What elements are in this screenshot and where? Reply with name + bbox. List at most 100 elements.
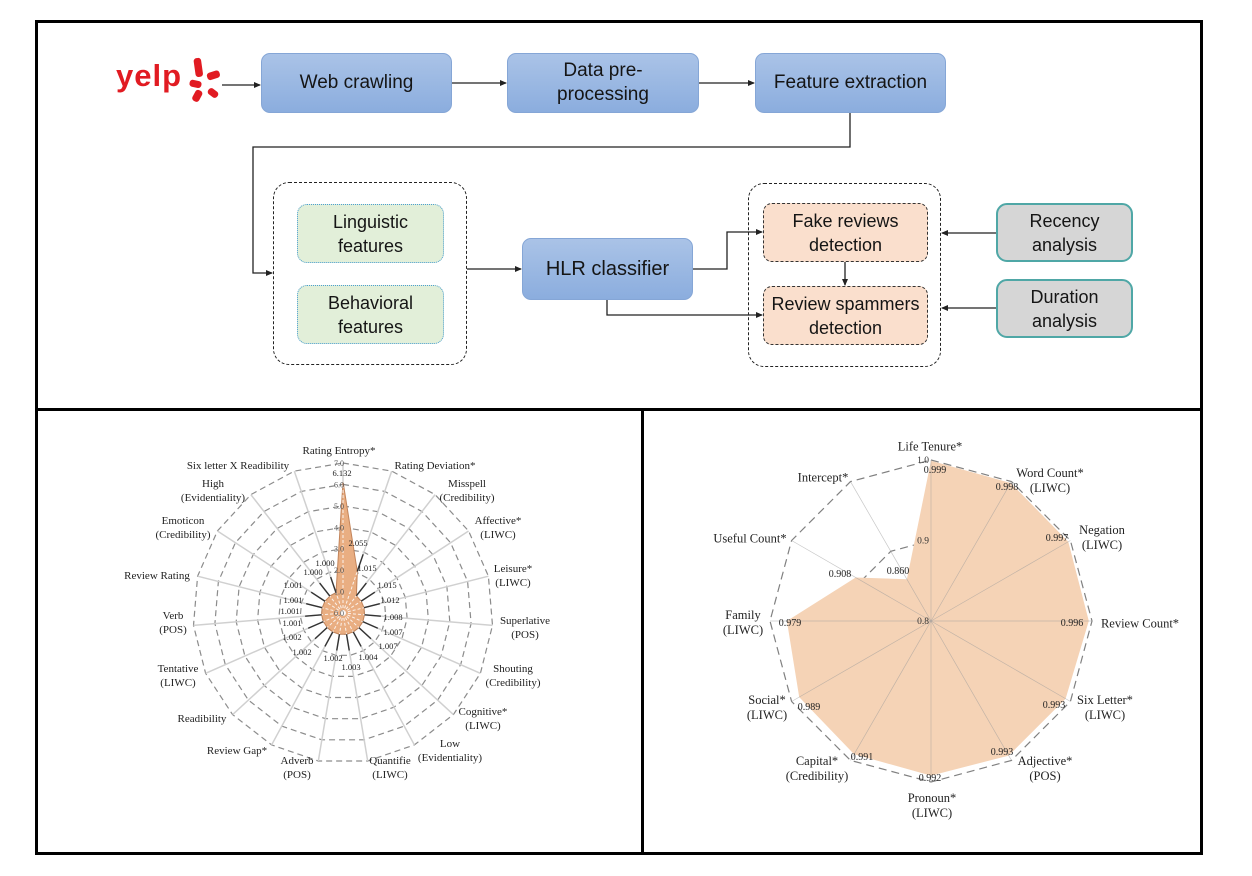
value-leader-line [314,627,328,640]
node-label: features [337,235,404,256]
data-value-label: 1.001 [280,606,299,616]
node-label: Behavioral [327,292,414,313]
axis-label-line: Review Count* [1101,616,1179,630]
axis-label-line: Affective* [475,515,522,527]
node-label: Duration [1030,286,1099,307]
value-leader-line [362,621,379,629]
axis-category-label: Quantifie(LIWC) [369,755,411,781]
axis-category-label: Misspell(Credibility) [440,478,495,504]
data-value-label: 0.989 [798,702,821,713]
inner-spoke [335,592,344,614]
node-label: Web crawling [299,72,414,93]
value-leader-line [336,634,341,651]
node-label: HLR classifier [545,258,670,280]
node-label: Review spammers [771,293,920,314]
data-value-label: 1.015 [377,580,396,590]
value-leader-line [307,620,324,629]
axis-category-label: Rating Deviation* [395,460,476,472]
radial-tick-label: 2.0 [334,566,344,575]
data-value-label: 1.012 [380,595,399,605]
node-label: detection [808,317,883,338]
axis-category-label: Rating Entropy* [302,445,375,457]
node-label: processing [557,84,649,105]
behavioral-features-node: Behavioral features [297,285,444,344]
data-value-label: 1.000 [315,558,334,568]
data-value-label: 0.997 [1046,533,1069,544]
data-value-label: 1.002 [292,647,311,657]
radial-tick-label: 5.0 [334,502,344,511]
figure-frame [35,20,1203,855]
axis-category-label: Review Gap* [207,745,267,757]
value-leader-line [352,631,362,647]
axis-label-line: High [202,478,225,490]
inner-spoke [342,612,365,616]
radial-tick-label: 1.0 [917,456,929,466]
axis-label-line: Quantifie [369,755,411,767]
axis-label-line: Adjective* [1018,754,1073,768]
axis-category-label: Intercept* [798,470,849,484]
axis-label-line: Tentative [158,663,199,675]
data-value-label: 6.132 [332,468,351,478]
axis-category-label: Superlative(POS) [500,615,550,641]
feature-group [273,182,467,365]
axis-spoke [850,481,932,622]
value-leader-line [329,576,337,593]
radial-tick-label: 1.0 [334,588,344,597]
axis-label-line: (LIWC) [747,708,787,722]
data-value-label: 1.001 [283,595,302,605]
axis-category-label: Six letter X Readibility [187,460,290,472]
axis-category-label: Six Letter*(LIWC) [1077,693,1133,722]
grid-ring [235,505,451,720]
inner-spoke [342,612,363,623]
data-value-label: 1.015 [357,563,376,573]
inner-spoke [326,612,344,628]
data-value-label: 1.008 [383,612,402,622]
radial-tick-label: 6.0 [334,480,344,489]
axis-spoke [930,540,1071,622]
axis-label-line: (LIWC) [912,806,952,820]
axis-label-line: (LIWC) [723,623,763,637]
value-leader-line [364,614,381,617]
data-value-label: 0.996 [1061,618,1084,629]
data-value-label: 1.007 [383,627,402,637]
axis-label-line: Six letter X Readibility [187,460,290,472]
inner-spoke [321,612,344,616]
data-value-label: 1.002 [323,653,342,663]
data-value-label: 1.004 [358,652,378,662]
data-value-label: 0.860 [887,566,910,577]
axis-label-line: (POS) [283,769,311,781]
node-label: Data pre- [563,60,643,81]
inner-spoke [338,612,344,635]
axis-category-label: Review Rating [124,570,190,582]
yelp-logo-text: yelp [116,58,183,93]
axis-label-line: (LIWC) [495,577,531,589]
panel-divider-horizontal [35,408,1203,411]
recency-analysis-node: Recency analysis [996,203,1133,262]
radial-tick-label: 0.8 [917,617,929,627]
axis-label-line: (Credibility) [156,529,211,541]
axis-label-line: (LIWC) [1085,708,1125,722]
value-leader-line [319,582,331,597]
axis-label-line: Review Gap* [207,745,267,757]
axis-label-line: Negation [1079,523,1126,537]
axis-category-label: Adverb(POS) [281,755,314,781]
inner-spoke [342,612,348,635]
value-leader-line [345,634,350,651]
inner-spoke [332,612,344,633]
data-preprocessing-node: Data pre- processing [507,53,699,113]
data-value-label: 1.003 [341,662,360,672]
axis-category-label: Verb(POS) [159,610,187,636]
inner-spoke [322,607,344,614]
axis-label-line: Life Tenure* [898,439,963,453]
axis-label-line: (LIWC) [1030,481,1070,495]
axis-label-line: (POS) [159,624,187,636]
data-value-label: 0.999 [924,465,947,476]
axis-spoke [791,620,932,702]
duration-analysis-node: Duration analysis [996,279,1133,338]
inner-spoke [329,595,344,614]
node-label: detection [808,234,883,255]
axis-category-label: Family(LIWC) [723,608,763,637]
axis-label-line: Pronoun* [908,791,957,805]
inner-spoke [342,571,358,614]
axis-label-line: Low [440,738,460,750]
